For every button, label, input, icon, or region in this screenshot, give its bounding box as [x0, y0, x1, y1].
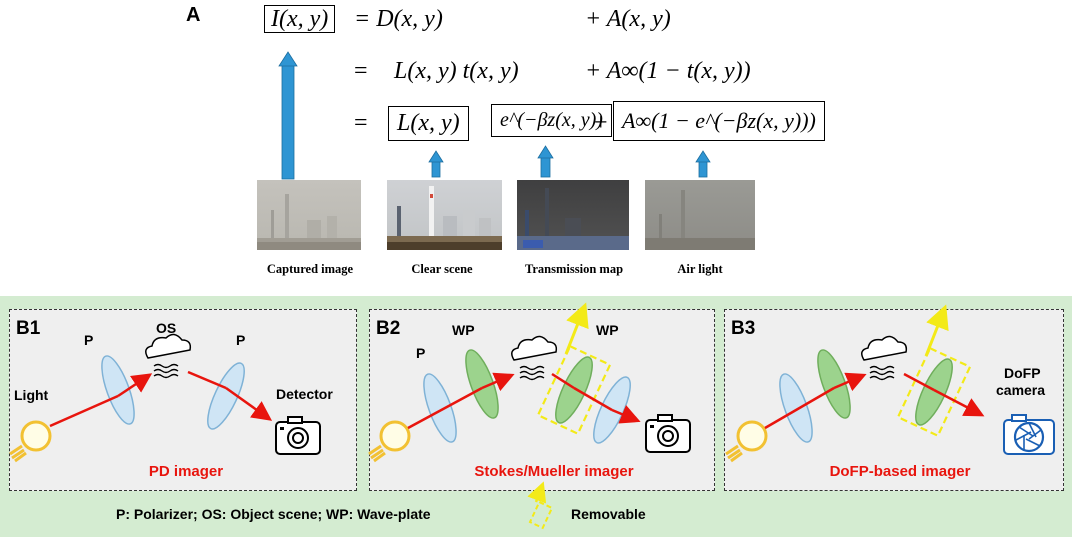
air-light-image: [645, 180, 755, 250]
b2-polarizer: [423, 373, 457, 443]
b2-waveplate-left: [465, 349, 499, 419]
b2-waveplate-right: [555, 356, 593, 424]
eq3-box3: A∞(1 − e^(−βz(x, y))): [613, 101, 825, 141]
eq1-term2: + A(x, y): [585, 6, 671, 32]
optics-diagrams: [8, 302, 1055, 530]
eq-lhs-box: I(x, y): [264, 5, 336, 33]
b1-light-label: Light: [14, 387, 49, 403]
b3-object-scene: [861, 335, 908, 381]
b2-waveplate-left-label: WP: [452, 322, 475, 338]
b3-waveplate-left: [817, 349, 851, 419]
panel-b1-label: B1: [16, 318, 41, 339]
captured-image: [257, 180, 361, 250]
legend-removable-label: Removable: [571, 506, 646, 522]
b2-camera: [645, 414, 691, 453]
b1-detector-camera: [275, 416, 321, 455]
panel-b2-label: B2: [376, 318, 401, 339]
eq2-equals: =: [354, 58, 368, 84]
b3-polarizer: [779, 373, 813, 443]
b1-title: PD imager: [148, 463, 224, 480]
eq2-term1: L(x, y) t(x, y): [394, 58, 519, 84]
up-arrow-transmission: [537, 145, 554, 178]
b3-waveplate-right: [915, 358, 953, 426]
transmission-map-image: [517, 180, 629, 250]
b1-polarizer-right-label: P: [236, 332, 246, 348]
b3-light-bulb: [724, 420, 768, 463]
b2-polarizer-label: P: [416, 345, 426, 361]
b3-camera-label-line1: DoFP: [1004, 365, 1041, 381]
equation-line-1: I(x, y): [264, 5, 336, 33]
b2-object-scene: [511, 335, 558, 381]
b1-os-label: OS: [156, 320, 177, 336]
caption-clear-scene: Clear scene: [411, 262, 473, 276]
eq1-term1: = D(x, y): [354, 6, 443, 32]
b2-beam: [407, 372, 641, 430]
eq3-equals: =: [354, 110, 368, 136]
b1-beam: [49, 370, 273, 428]
b1-polarizer-right: [207, 362, 245, 430]
panel-b3-label: B3: [731, 318, 756, 339]
b3-beam: [764, 372, 985, 430]
caption-transmission-map: Transmission map: [524, 262, 624, 276]
b2-waveplate-right-label: WP: [596, 322, 619, 338]
b1-detector-label: Detector: [276, 386, 333, 402]
caption-air-light: Air light: [677, 262, 723, 276]
b3-dofp-camera: [1003, 414, 1055, 455]
eq2-term2: + A∞(1 − t(x, y)): [585, 58, 751, 84]
b1-polarizer-left-label: P: [84, 332, 94, 348]
clear-scene-image: [387, 180, 502, 250]
b2-light-bulb: [367, 420, 411, 463]
b3-title: DoFP-based imager: [829, 463, 971, 480]
b1-light-bulb: [8, 420, 52, 463]
panel-a-label: A: [186, 4, 201, 26]
b3-camera-label-line2: camera: [996, 382, 1046, 398]
up-arrow-clear: [428, 150, 444, 178]
b1-object-scene: [145, 333, 192, 379]
legend-removable-icon: [527, 481, 554, 530]
b2-removable-arrow: [564, 302, 589, 355]
up-arrow-airlight: [695, 150, 711, 178]
caption-captured-image: Captured image: [266, 262, 354, 276]
b1-polarizer-left: [101, 355, 135, 425]
b3-removable-arrow: [924, 304, 949, 357]
eq3-box2: e^(−βz(x, y)): [491, 104, 612, 137]
up-arrow-captured: [278, 51, 298, 180]
eq3-plus: +: [594, 110, 608, 136]
eq3-box1: L(x, y): [388, 106, 469, 141]
blue-arrows: [278, 51, 711, 180]
eq-lhs: I(x, y): [271, 6, 329, 32]
legend-text: P: Polarizer; OS: Object scene; WP: Wave…: [116, 506, 431, 522]
b2-title: Stokes/Mueller imager: [474, 463, 634, 480]
